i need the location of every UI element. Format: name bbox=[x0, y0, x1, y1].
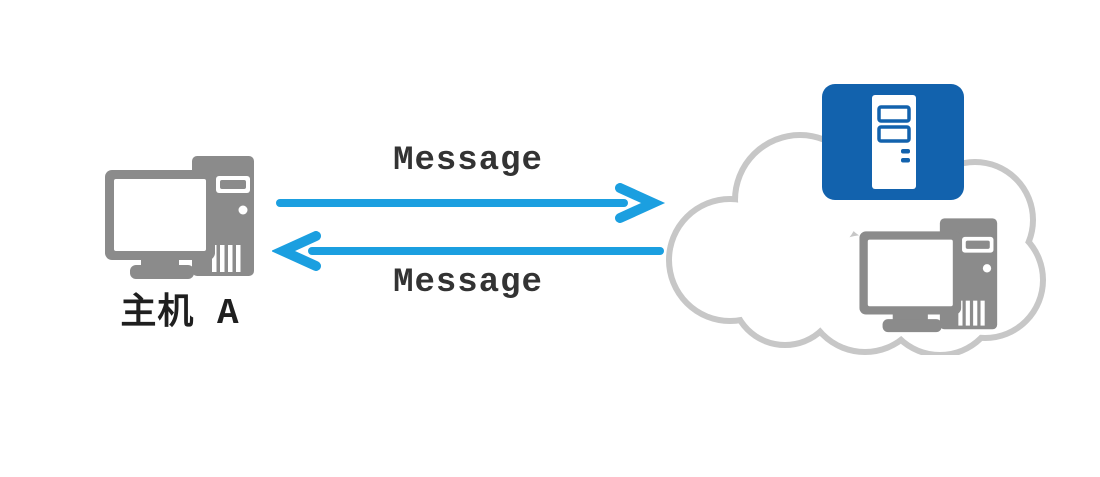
host-computer-icon bbox=[105, 156, 254, 279]
server-icon bbox=[822, 84, 964, 200]
message-arrow-left-icon bbox=[272, 231, 664, 271]
message-arrow-right-icon bbox=[276, 183, 666, 223]
message-label-bottom: Message bbox=[393, 264, 543, 302]
remote-computer-icon bbox=[859, 218, 998, 333]
message-label-top: Message bbox=[393, 142, 543, 180]
host-label: 主机 A bbox=[120, 293, 240, 334]
